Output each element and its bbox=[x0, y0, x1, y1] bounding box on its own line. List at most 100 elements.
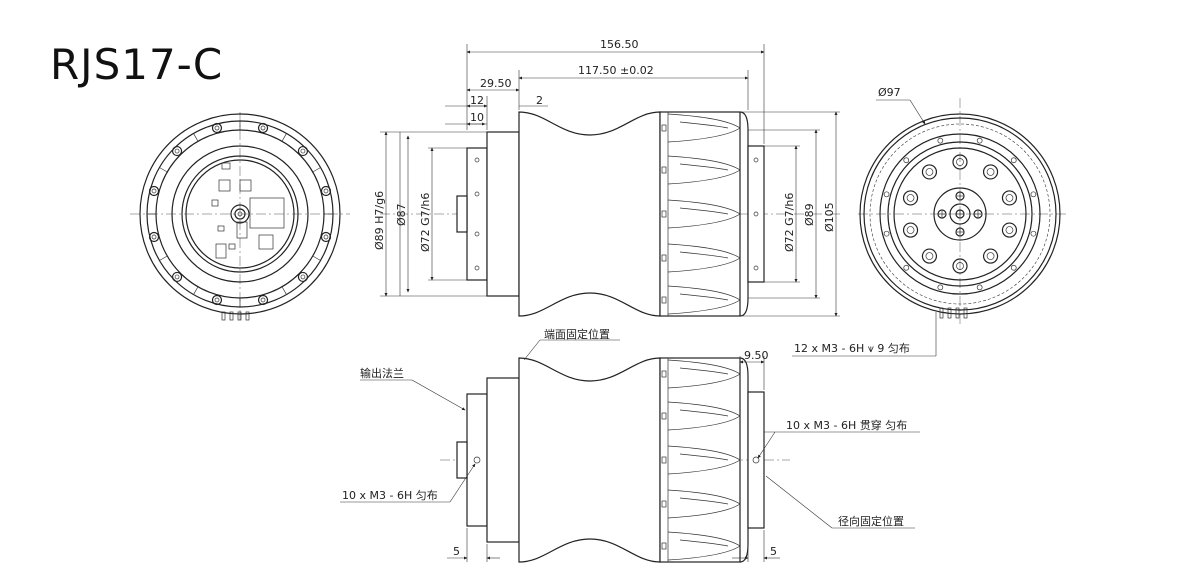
outer-hole bbox=[883, 191, 890, 198]
inner-hole bbox=[952, 258, 968, 274]
rib-line bbox=[312, 167, 321, 173]
inner-hole-core bbox=[956, 262, 964, 270]
left-end-view bbox=[130, 112, 350, 321]
dim-9-50: 9.50 bbox=[744, 349, 769, 362]
fin bbox=[667, 285, 741, 315]
fin-tab bbox=[661, 254, 667, 262]
outer-hole bbox=[937, 137, 944, 144]
note-10-holes-through: 10 x M3 - 6H 贯穿 匀布 bbox=[786, 418, 907, 432]
inner-hole bbox=[921, 164, 938, 180]
inner-hole-core bbox=[906, 226, 915, 234]
dim-dia89-right: Ø89 bbox=[803, 203, 816, 226]
fin-tab bbox=[661, 210, 667, 218]
rib-line bbox=[312, 255, 321, 261]
center-screw bbox=[955, 191, 965, 201]
dim-5-left: 5 bbox=[453, 545, 460, 558]
inner-hole-core bbox=[925, 168, 934, 176]
bolt-hole-inner bbox=[214, 297, 220, 303]
dim-dia72-left: Ø72 G7/h6 bbox=[419, 193, 432, 252]
rib-line bbox=[281, 133, 287, 142]
outer-hole bbox=[903, 157, 910, 164]
bolt-hole bbox=[148, 185, 160, 197]
bolt-hole-inner bbox=[323, 188, 329, 194]
fin-tab bbox=[661, 412, 667, 420]
inner-hole bbox=[952, 154, 968, 170]
inner-hole-core bbox=[986, 168, 995, 176]
inner-hole bbox=[982, 248, 999, 264]
inner-hole-core bbox=[1005, 226, 1014, 234]
bolt-hole-inner bbox=[214, 125, 220, 131]
fin-edge bbox=[679, 453, 729, 461]
fin-tab bbox=[661, 166, 667, 174]
outer-hole bbox=[883, 230, 890, 237]
note-end-fix: 端面固定位置 bbox=[544, 327, 610, 341]
outer-hole bbox=[1030, 230, 1037, 237]
fin-tab bbox=[661, 370, 667, 378]
dim-dia105: Ø105 bbox=[823, 202, 836, 232]
fin-edge bbox=[679, 121, 729, 129]
dimension-lines-bottom bbox=[340, 339, 920, 562]
fin-tab bbox=[661, 500, 667, 508]
bolt-hole bbox=[171, 145, 183, 157]
fin-edge bbox=[679, 497, 729, 505]
bolt-hole-inner bbox=[323, 234, 329, 240]
rib-line bbox=[159, 167, 168, 173]
fin-edge bbox=[679, 251, 729, 259]
fin bbox=[667, 489, 741, 519]
outer-hole bbox=[976, 284, 983, 291]
inner-hole-core bbox=[906, 194, 915, 202]
bolt-hole bbox=[320, 231, 332, 243]
outer-hole bbox=[1010, 264, 1017, 271]
outer-hole bbox=[903, 264, 910, 271]
rib-line bbox=[193, 133, 199, 142]
inner-hole bbox=[902, 190, 919, 206]
right-end-view bbox=[792, 98, 1068, 357]
inner-hole bbox=[982, 164, 999, 180]
bolt-hole-inner bbox=[260, 125, 266, 131]
outer-hole bbox=[1010, 157, 1017, 164]
fin-tab bbox=[661, 124, 667, 132]
bolt-hole bbox=[297, 271, 309, 283]
inner-hole-core bbox=[986, 252, 995, 260]
dimension-lines-top bbox=[380, 44, 840, 317]
center-screw bbox=[937, 209, 947, 219]
bolt-hole bbox=[148, 231, 160, 243]
bottom-side-view bbox=[440, 357, 790, 563]
fin bbox=[667, 199, 741, 229]
fin-edge bbox=[679, 163, 729, 171]
bolt-hole bbox=[171, 271, 183, 283]
dim-overall-length: 156.50 bbox=[600, 38, 639, 51]
center-screw bbox=[955, 227, 965, 237]
dim-5-right: 5 bbox=[770, 545, 777, 558]
fin bbox=[667, 401, 741, 431]
bolt-hole bbox=[257, 294, 269, 306]
inner-hole-core bbox=[956, 158, 964, 166]
outer-hole bbox=[976, 137, 983, 144]
fin-tab bbox=[661, 456, 667, 464]
dim-2: 2 bbox=[536, 94, 543, 107]
bolt-hole bbox=[297, 145, 309, 157]
note-12-holes: 12 x M3 - 6H ⩛ 9 匀布 bbox=[794, 342, 910, 355]
fin-tab bbox=[661, 296, 667, 304]
dim-body-length: 117.50 ±0.02 bbox=[578, 64, 654, 77]
dim-10: 10 bbox=[470, 111, 484, 124]
dim-12: 12 bbox=[470, 94, 484, 107]
bolt-hole-inner bbox=[174, 148, 180, 154]
inner-hole-core bbox=[1005, 194, 1014, 202]
fin-edge bbox=[679, 539, 729, 547]
fin-edge bbox=[679, 367, 729, 375]
note-radial-fix: 径向固定位置 bbox=[838, 514, 904, 528]
fin bbox=[667, 531, 741, 561]
inner-hole bbox=[1001, 190, 1018, 206]
fin-edge bbox=[679, 207, 729, 215]
inner-hole bbox=[921, 248, 938, 264]
fin bbox=[667, 359, 741, 389]
top-side-view bbox=[380, 111, 840, 317]
outer-hole bbox=[937, 284, 944, 291]
bolt-hole-inner bbox=[300, 274, 306, 280]
fin bbox=[667, 113, 741, 143]
page-title: RJS17-C bbox=[50, 40, 224, 89]
rib-line bbox=[159, 255, 168, 261]
fin bbox=[667, 445, 741, 475]
